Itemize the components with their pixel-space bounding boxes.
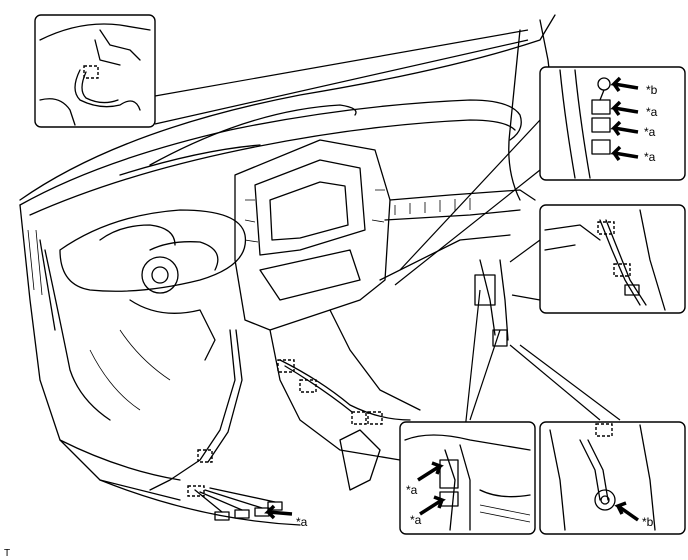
clip-location-marker-icon	[367, 411, 383, 425]
pointer-arrow-icon	[610, 100, 639, 117]
callout-label-b: *b	[642, 515, 654, 529]
pointer-arrow-icon	[610, 145, 639, 162]
callout-label-a: *a	[296, 515, 308, 529]
main-dashboard-view: *a	[19, 14, 556, 529]
callout-label-a: *a	[410, 513, 422, 527]
clip-location-marker-icon	[613, 263, 631, 277]
pointer-arrow-icon	[614, 501, 640, 522]
callout-label-b: *b	[646, 83, 658, 97]
clip-location-marker-icon	[351, 411, 367, 425]
inset-top-left	[34, 14, 156, 128]
pointer-arrow-icon	[610, 120, 639, 137]
inset-bottom-right: *b	[539, 421, 686, 535]
clip-location-marker-icon	[83, 65, 99, 79]
pointer-arrow-icon	[419, 495, 446, 516]
figure-code: T	[4, 548, 10, 559]
callout-label-a: *a	[646, 105, 658, 119]
clip-location-marker-icon	[595, 423, 613, 437]
inset-top-right: *b *a *a *a	[539, 66, 686, 181]
pointer-arrow-icon	[417, 461, 444, 482]
clip-location-marker-icon	[197, 449, 213, 463]
pointer-arrow-icon	[264, 504, 293, 520]
callout-label-a: *a	[644, 150, 656, 164]
inset-bottom-center: *a *a	[399, 421, 536, 535]
inset-right-middle	[539, 204, 686, 314]
clip-location-marker-icon	[299, 379, 317, 393]
pointer-arrow-icon	[610, 76, 639, 93]
clip-location-marker-icon	[597, 221, 615, 235]
clip-location-marker-icon	[187, 485, 205, 497]
callout-label-a: *a	[644, 125, 656, 139]
clip-location-marker-icon	[277, 359, 295, 373]
leader-lines	[154, 29, 621, 431]
connector-cluster	[194, 487, 283, 521]
callout-label-a: *a	[406, 483, 418, 497]
